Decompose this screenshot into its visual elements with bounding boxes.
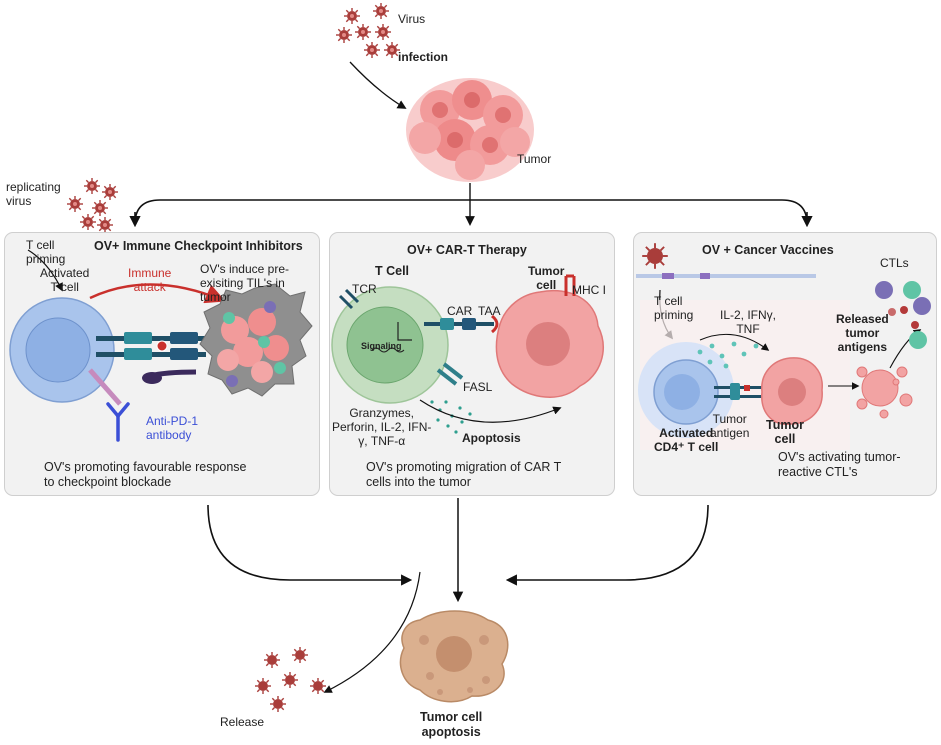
- tcr-label: TCR: [352, 282, 377, 296]
- anti-pd1-antibody: [106, 402, 130, 442]
- ctls-label: CTLs: [880, 256, 909, 270]
- car-label: CAR: [447, 304, 473, 318]
- apoptotic-tumor-cell: [399, 610, 509, 703]
- release-label: Release: [220, 715, 265, 729]
- t-cell-priming-label: T cell priming: [26, 238, 66, 266]
- checkpoint-caption: OV's promoting favourable response to ch…: [44, 460, 247, 489]
- car-t-tumor-cell-label: Tumor cell: [528, 264, 565, 292]
- activated-t-cell: [9, 297, 115, 403]
- activated-cd4-t-cell: [653, 359, 719, 425]
- infection-label: infection: [398, 50, 448, 64]
- ov-induce-label: OV's induce pre- exisiting TIL's in tumo…: [200, 262, 289, 304]
- apoptosis-label: Apoptosis: [462, 431, 521, 445]
- activated-t-cell-label: Activated T cell: [40, 266, 90, 294]
- car-t-cytokines-label: Granzymes, Perforin, IL-2, IFN- γ, TNF-α: [332, 406, 432, 448]
- tumor-cluster: [406, 78, 534, 182]
- tumor-with-tils: [199, 283, 313, 397]
- ctl-cluster: [875, 281, 931, 349]
- replicating-virus-label: replicating virus: [6, 180, 61, 208]
- immune-attack-label: Immune attack: [128, 266, 172, 294]
- cytokine-dots: [430, 400, 472, 434]
- virus-label: Virus: [398, 12, 426, 26]
- vaccine-tumor-cell: [761, 357, 823, 425]
- car-t-cell: [331, 286, 449, 404]
- vaccine-virus: [642, 243, 668, 269]
- car-t-title: OV+ CAR-T Therapy: [407, 243, 527, 257]
- fasl-label: FASL: [463, 380, 493, 394]
- anti-pd1-label: Anti-PD-1 antibody: [146, 414, 199, 442]
- mhc-label: MHC I: [572, 283, 606, 297]
- taa-label: TAA: [478, 304, 501, 318]
- tumor-label: Tumor: [517, 152, 552, 166]
- released-antigens-label: Released tumor antigens: [836, 312, 889, 354]
- tumor-antigen-label: Tumor antigen: [710, 412, 750, 440]
- virus-cluster-release: [254, 646, 327, 713]
- vaccine-cytokines-label: IL-2, IFNγ, TNF: [720, 308, 777, 336]
- tcr-mhc-complex: [96, 332, 206, 360]
- car-t-cell-label: T Cell: [375, 264, 410, 278]
- car-t-caption: OV's promoting migration of CAR T cells …: [366, 460, 562, 489]
- car-t-tumor-cell: [495, 289, 604, 398]
- vaccines-title: OV + Cancer Vaccines: [702, 243, 834, 257]
- checkpoint-title: OV+ Immune Checkpoint Inhibitors: [94, 239, 303, 253]
- vaccine-tumor-cell-label: Tumor cell: [766, 418, 804, 446]
- tumor-cell-apoptosis-label: Tumor cell apoptosis: [420, 710, 483, 739]
- released-antigen-fragments: [856, 366, 913, 419]
- signaling-label: Signaling: [361, 341, 402, 351]
- vaccine-t-cell-priming-label: T cell priming: [654, 294, 694, 322]
- activated-cd4-label: Activated CD4⁺ T cell: [654, 426, 719, 454]
- vaccines-caption: OV's activating tumor- reactive CTL's: [778, 450, 901, 479]
